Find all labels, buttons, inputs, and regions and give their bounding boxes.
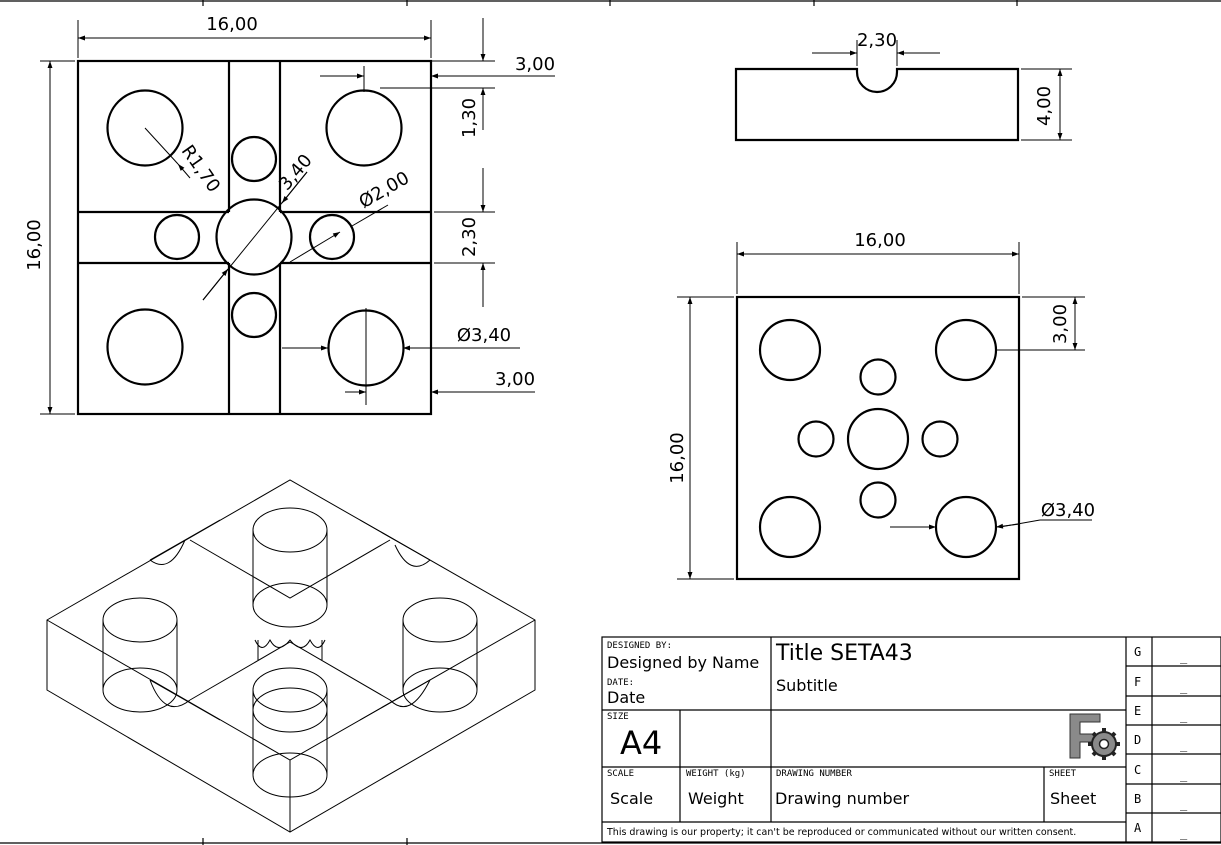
revision-value: _ (1180, 709, 1188, 723)
sheet-label: SHEET (1049, 769, 1077, 779)
top-view-outline (76, 59, 433, 416)
small-hole (153, 213, 201, 261)
center-hole (215, 198, 293, 276)
dim-top-height: 16,00 (24, 219, 45, 271)
drawing-number-value: Drawing number (775, 789, 909, 808)
dim-bottom-offset: 3,00 (1050, 304, 1071, 344)
sheet-value: Sheet (1050, 789, 1096, 808)
size-value: A4 (620, 724, 662, 762)
date-label: DATE: (607, 678, 634, 688)
dim-slot-width: 2,30 (459, 217, 480, 257)
bottom-view: 16,00 16,00 3,00 Ø3,40 (667, 230, 1095, 581)
designed-by-label: DESIGNED BY: (607, 641, 672, 651)
freecad-logo-icon (1069, 713, 1120, 760)
side-view: 2,30 4,00 (734, 30, 1072, 142)
top-view: 16,00 16,00 3,00 1,30 R1,70 3,40 Ø2,00 2… (24, 14, 555, 416)
corner-hole (106, 89, 184, 167)
revision-letter: C (1134, 763, 1141, 777)
title-block: DESIGNED BY: Designed by Name DATE: Date… (601, 636, 1221, 843)
scale-label: SCALE (607, 769, 634, 779)
bottom-view-outline (735, 295, 1021, 581)
size-label: SIZE (607, 712, 629, 722)
dim-top-width: 16,00 (206, 14, 258, 35)
dim-radius: R1,70 (177, 141, 224, 196)
small-hole (230, 135, 278, 183)
revision-letter: G (1134, 645, 1141, 659)
dim-side-slot: 2,30 (857, 30, 897, 51)
revision-value: _ (1180, 826, 1188, 840)
drawing-title: Title SETA43 (775, 641, 913, 666)
revision-value: _ (1180, 680, 1188, 694)
drawing-number-label: DRAWING NUMBER (776, 769, 852, 779)
small-hole (308, 213, 356, 261)
dim-corner-dia: Ø3,40 (457, 325, 511, 346)
corner-hole (106, 308, 184, 386)
revision-letter: F (1134, 675, 1141, 689)
revision-value: _ (1180, 738, 1188, 752)
revision-value: _ (1180, 768, 1188, 782)
date-value: Date (607, 688, 645, 707)
dim-slot-depth: 1,30 (459, 98, 480, 138)
dim-side-thickness: 4,00 (1034, 86, 1055, 126)
designed-by-value: Designed by Name (607, 653, 759, 672)
dim-slot-offset: 3,00 (515, 54, 555, 75)
weight-value: Weight (688, 789, 744, 808)
revision-letter: E (1134, 704, 1141, 718)
side-view-outline (734, 67, 1020, 142)
revision-value: _ (1180, 650, 1188, 664)
disclaimer: This drawing is our property; it can't b… (606, 827, 1076, 838)
scale-value: Scale (610, 789, 653, 808)
dim-corner-offset: 3,00 (495, 369, 535, 390)
dim-center-dia: 3,40 (275, 150, 317, 194)
revision-letter: A (1134, 821, 1142, 835)
dim-bottom-width: 16,00 (854, 230, 906, 251)
revision-value: _ (1180, 797, 1188, 811)
dim-small-dia: Ø2,00 (356, 168, 413, 213)
dim-bottom-height: 16,00 (667, 432, 688, 484)
revision-letter: D (1134, 733, 1141, 747)
corner-hole (325, 89, 403, 167)
dim-bottom-dia: Ø3,40 (1041, 500, 1095, 521)
revision-letter: B (1134, 792, 1141, 806)
isometric-view (46, 479, 536, 833)
weight-label: WEIGHT (kg) (686, 769, 746, 779)
drawing-subtitle: Subtitle (776, 676, 838, 695)
small-hole (230, 291, 278, 339)
revision-table: G _ F _ E _ D _ C _ B _ A _ (1134, 645, 1188, 840)
